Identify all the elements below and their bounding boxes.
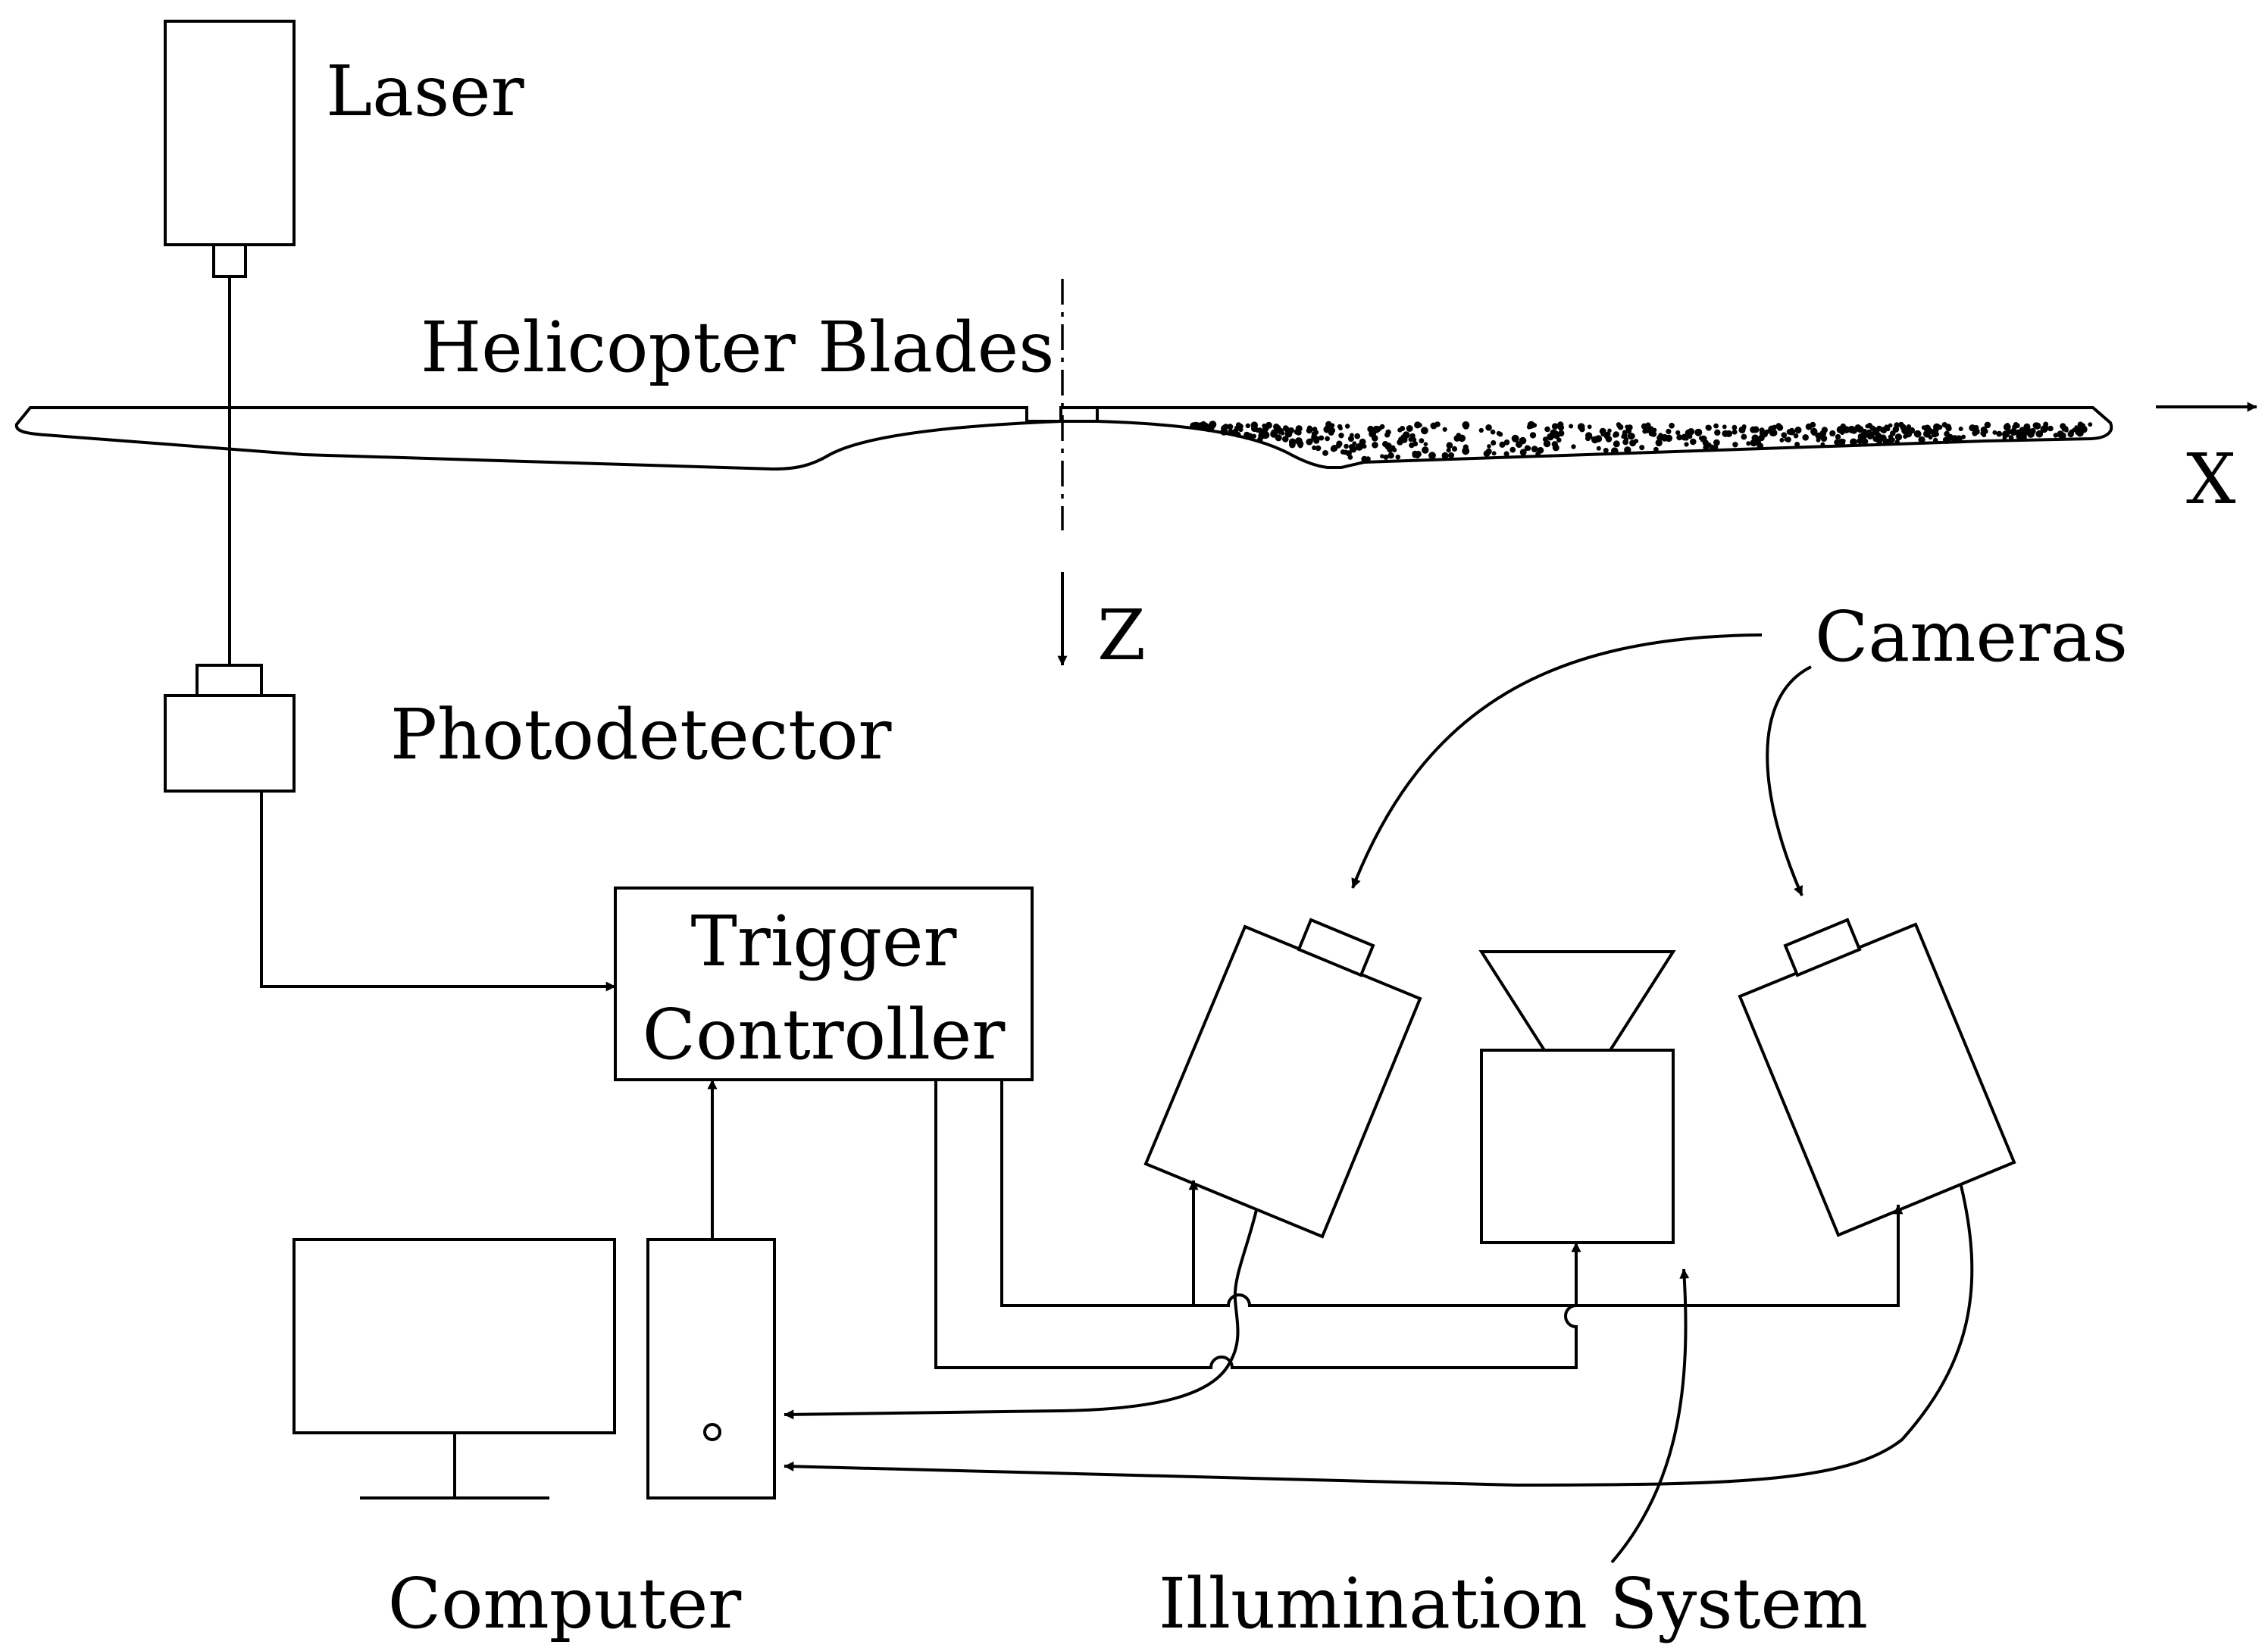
trigger-controller: Trigger Controller — [614, 887, 1034, 1081]
trigger-controller-label-line2: Controller — [643, 994, 1006, 1075]
cameras-pointer-right — [1766, 665, 1812, 896]
computer — [292, 1238, 776, 1499]
x-axis-label: X — [2186, 439, 2236, 520]
camera-left-data-cable — [784, 1209, 1258, 1420]
camera-right-data-cable — [784, 1185, 1974, 1487]
z-axis-label: Z — [1097, 595, 1146, 676]
computer-monitor — [292, 1238, 616, 1434]
trigger-signal-line-1 — [1000, 1080, 1904, 1307]
trigger-signal-line-2 — [934, 1080, 1581, 1369]
illumination-pointer — [1610, 1268, 1690, 1564]
cameras-pointer-left — [1351, 633, 1763, 889]
laser-device — [164, 20, 296, 278]
seeding-particles — [1190, 421, 2093, 463]
photodetector-label: Photodetector — [390, 694, 892, 775]
laser-label: Laser — [326, 51, 524, 132]
photodetector-to-trigger-line — [260, 791, 616, 992]
helicopter-blades-label: Helicopter Blades — [421, 307, 1054, 388]
camera-right — [1738, 918, 2016, 1237]
illumination-system-label: Illumination System — [1159, 1563, 1868, 1644]
computer-label: Computer — [388, 1563, 742, 1644]
camera-left — [1143, 918, 1422, 1239]
cameras-label: Cameras — [1815, 596, 2128, 677]
helicopter-blades — [14, 406, 2113, 471]
illumination-system-device — [1478, 950, 1676, 1244]
computer-tower — [646, 1238, 776, 1499]
photodetector-device — [164, 664, 296, 793]
trigger-controller-label-line1: Trigger — [691, 901, 957, 982]
